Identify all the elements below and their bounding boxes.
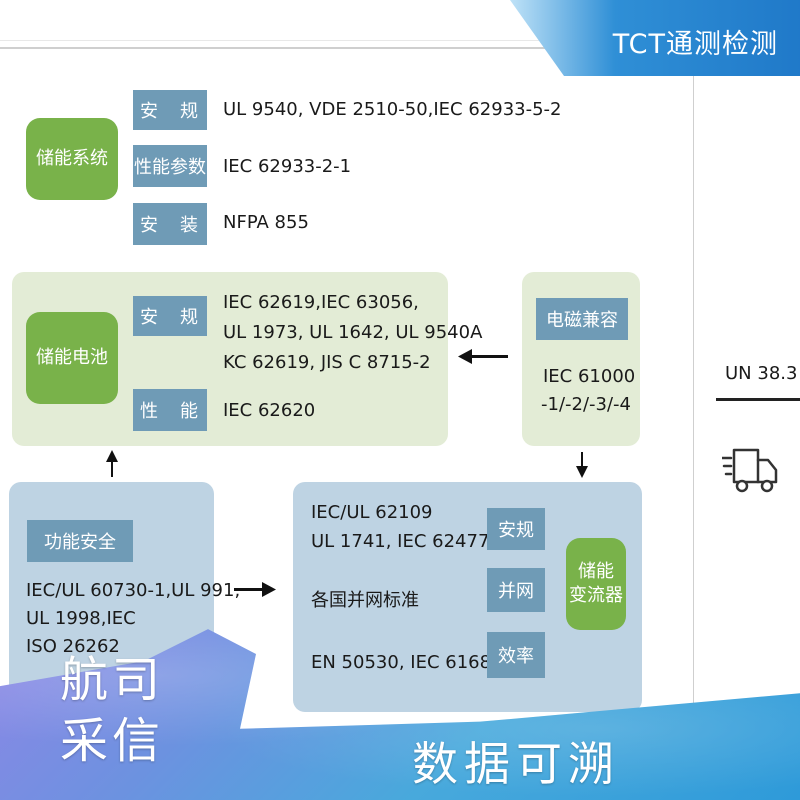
right-divider (693, 76, 694, 800)
arrow-head-left (458, 349, 472, 364)
storage-system-node: 储能系统 (26, 118, 118, 200)
inverter-safety-line-2: UL 1741, IEC 62477 (311, 531, 490, 552)
functional-safety-line-2: UL 1998,IEC (26, 608, 136, 629)
arrow-head-right (262, 582, 276, 597)
overlay-left-line-1: 航司 (60, 652, 165, 708)
inverter-efficiency-tag: 效率 (487, 632, 545, 678)
storage-battery-safety-tag: 安 规 (133, 296, 207, 336)
brand-title: TCT通测检测 (612, 29, 778, 60)
inverter-grid-tag: 并网 (487, 568, 545, 612)
arrow-head-down (576, 466, 588, 478)
inverter-safety-line-1: IEC/UL 62109 (311, 502, 433, 523)
storage-system-safety-tag: 安 规 (133, 90, 207, 130)
un383-label: UN 38.3 (725, 363, 798, 384)
storage-battery-safety-line-2: UL 1973, UL 1642, UL 9540A (223, 322, 483, 343)
header-rule (0, 47, 560, 49)
un383-line (716, 398, 800, 401)
storage-system-safety-text: UL 9540, VDE 2510-50,IEC 62933-5-2 (223, 99, 562, 120)
inverter-label-line-2: 变流器 (569, 585, 623, 606)
inverter-grid-text: 各国并网标准 (311, 590, 419, 611)
functional-safety-line-1: IEC/UL 60730-1,UL 991, (26, 580, 241, 601)
overlay-right-text: 数据可溯 (412, 737, 620, 791)
inverter-efficiency-text: EN 50530, IEC 61683 (311, 652, 503, 673)
storage-battery-safety-line-1: IEC 62619,IEC 63056, (223, 292, 419, 313)
storage-battery-performance-tag: 性 能 (133, 389, 207, 431)
arrow-emc-to-inverter (581, 452, 583, 468)
storage-system-performance-text: IEC 62933-2-1 (223, 156, 352, 177)
emc-line-2: -1/-2/-3/-4 (541, 394, 631, 415)
functional-safety-line-3: ISO 26262 (26, 636, 120, 657)
truck-icon (722, 448, 778, 493)
arrow-functional-to-inverter (234, 588, 264, 591)
arrow-functional-to-battery (111, 460, 113, 477)
inverter-label-line-1: 储能 (578, 560, 614, 582)
overlay-left-text: 航司 采信 (60, 650, 164, 772)
storage-system-performance-tag: 性能参数 (133, 145, 207, 187)
overlay-left-line-2: 采信 (60, 712, 165, 769)
arrow-head-up (106, 450, 118, 462)
emc-line-1: IEC 61000 (543, 366, 636, 387)
inverter-safety-tag: 安规 (487, 508, 545, 550)
storage-battery-node: 储能电池 (26, 312, 118, 404)
storage-system-install-tag: 安 装 (133, 203, 207, 245)
header-rule-light (0, 40, 560, 41)
inverter-node: 储能 变流器 (566, 538, 626, 630)
storage-battery-performance-text: IEC 62620 (223, 400, 316, 421)
emc-tag: 电磁兼容 (536, 298, 628, 340)
brand-banner (510, 0, 800, 76)
functional-safety-tag: 功能安全 (27, 520, 133, 562)
arrow-emc-to-battery (470, 355, 508, 358)
storage-battery-safety-line-3: KC 62619, JIS C 8715-2 (223, 352, 431, 373)
storage-system-install-text: NFPA 855 (223, 212, 309, 233)
